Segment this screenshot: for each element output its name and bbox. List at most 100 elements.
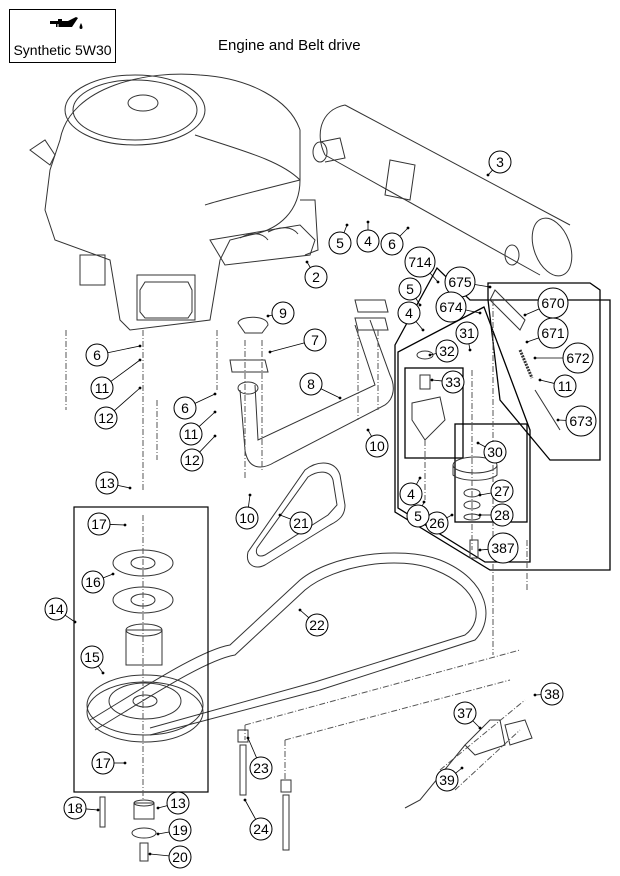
callout-circle: [399, 482, 423, 506]
leader-arrowhead: [111, 572, 115, 576]
callout-label: 23: [253, 760, 269, 776]
leader-line: [474, 284, 491, 288]
leader-line: [64, 614, 76, 623]
callout-circle: [80, 645, 104, 669]
callout-6c: 6: [173, 392, 217, 420]
callout-label: 5: [406, 281, 414, 297]
callout-circle: [289, 511, 313, 535]
leader-line: [248, 494, 251, 508]
leader-arrowhead: [556, 418, 560, 422]
leader-line: [539, 379, 555, 384]
callout-674: 674: [435, 291, 482, 323]
callout-2: 2: [304, 260, 328, 289]
callout-label: 11: [558, 378, 573, 394]
callout-24: 24: [243, 798, 273, 841]
leader-arrowhead: [533, 693, 537, 697]
callout-12b: 12: [180, 434, 217, 472]
leader-arrowhead: [478, 513, 482, 517]
callout-19: 19: [156, 818, 192, 842]
callout-label: 10: [239, 510, 255, 526]
leader-arrowhead: [123, 523, 127, 527]
callout-label: 5: [336, 235, 344, 251]
callout-label: 21: [293, 515, 309, 531]
leader-arrowhead: [138, 344, 142, 348]
callout-label: 714: [408, 254, 432, 270]
leader-line: [107, 345, 141, 354]
callout-10a: 10: [365, 428, 389, 458]
leader-arrowhead: [418, 303, 422, 307]
callout-circle: [397, 301, 421, 325]
leader-arrowhead: [538, 378, 542, 382]
leader-arrowhead: [468, 348, 472, 352]
callout-circle: [435, 768, 459, 792]
callout-label: 670: [541, 295, 565, 311]
leader-arrowhead: [428, 353, 432, 357]
callout-4c: 4: [399, 476, 423, 506]
leader-arrowhead: [148, 852, 152, 856]
callout-circle: [81, 570, 105, 594]
callout-23: 23: [246, 736, 273, 780]
callout-circle: [553, 374, 577, 398]
leader-arrowhead: [488, 285, 492, 289]
callout-11a: 11: [90, 358, 142, 400]
leader-line: [149, 853, 170, 857]
leader-arrowhead: [523, 313, 527, 317]
callout-4b: 4: [397, 301, 425, 332]
leader-line: [113, 387, 141, 412]
leader-line: [103, 573, 114, 579]
leader-line: [110, 359, 141, 382]
callout-21: 21: [278, 511, 313, 535]
callout-label: 8: [307, 376, 315, 392]
leader-arrowhead: [421, 328, 425, 332]
muffler-part-3: [312, 104, 573, 277]
leader-arrowhead: [96, 808, 100, 812]
page-title: Engine and Belt drive: [218, 37, 361, 54]
callout-37: 37: [453, 701, 482, 730]
leader-line: [431, 379, 443, 382]
callout-label: 26: [429, 515, 445, 531]
leader-line: [199, 435, 216, 453]
callout-label: 6: [93, 347, 101, 363]
belt-part-21: [246, 462, 346, 568]
callout-12a: 12: [94, 386, 142, 430]
callout-circle: [490, 479, 514, 503]
leader-arrowhead: [156, 806, 160, 810]
callout-circle: [490, 503, 514, 527]
callout-label: 19: [172, 822, 188, 838]
brake-lever-part-37: [404, 719, 533, 809]
leader-arrowhead: [138, 358, 142, 362]
callout-675: 675: [444, 266, 492, 298]
callout-circle: [483, 440, 507, 464]
leader-line: [399, 227, 409, 237]
leader-arrowhead: [138, 386, 142, 390]
callout-circle: [168, 818, 192, 842]
callout-4a: 4: [356, 220, 380, 253]
callout-13a: 13: [95, 471, 132, 495]
leader-arrowhead: [243, 798, 247, 802]
leader-line: [429, 272, 439, 283]
callout-20: 20: [148, 845, 192, 869]
leader-arrowhead: [305, 260, 309, 264]
leader-arrowhead: [450, 513, 454, 517]
leader-arrowhead: [101, 671, 105, 675]
callout-circle: [441, 370, 465, 394]
leader-line: [97, 665, 104, 674]
callout-label: 4: [407, 486, 415, 502]
leader-line: [247, 737, 257, 759]
callout-label: 671: [541, 325, 565, 341]
callout-39: 39: [435, 766, 464, 792]
callout-label: 15: [84, 649, 100, 665]
callout-label: 12: [98, 410, 114, 426]
callout-38: 38: [533, 682, 564, 706]
bolt-and-spacer-parts: [237, 729, 292, 851]
callout-6a: 6: [380, 226, 410, 256]
callout-22: 22: [298, 608, 329, 637]
callout-8: 8: [299, 372, 342, 400]
callout-32: 32: [428, 339, 459, 363]
leader-line: [320, 388, 341, 399]
callout-label: 22: [309, 617, 325, 633]
callout-label: 31: [459, 325, 475, 341]
callout-714: 714: [404, 246, 440, 284]
callout-circle: [562, 342, 594, 374]
callout-label: 33: [445, 374, 461, 390]
